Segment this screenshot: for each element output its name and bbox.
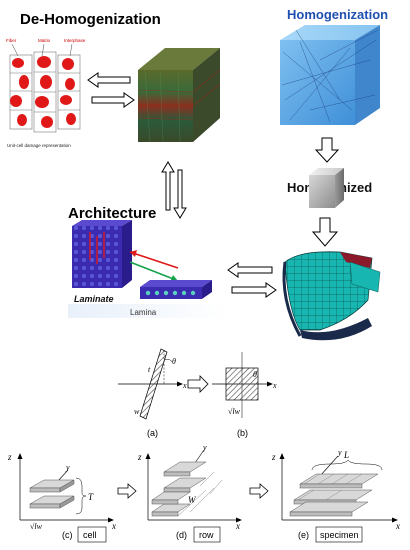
fig-a-t-label: t (148, 365, 151, 374)
laminate-block (72, 220, 132, 288)
fig-a-w-label: w (134, 407, 140, 416)
fig-c-box-label: cell (83, 530, 97, 540)
fig-e-y-label: y (337, 448, 342, 457)
fig-b-caption: (b) (237, 428, 248, 438)
figure-a-rotated-tow: x θ t w (a) (118, 348, 187, 438)
arrow-a-to-b (187, 375, 209, 393)
fig-e-z-label: z (271, 452, 276, 462)
fig-c-x-label: x (111, 521, 116, 531)
fig-d-y-label: y (202, 443, 207, 452)
fiber-label: Fiber (6, 38, 17, 43)
fig-b-sqrt-label: √lw (228, 407, 241, 416)
green-arrow (129, 261, 177, 281)
laminate-label: Laminate (74, 294, 114, 304)
lamina-block (140, 280, 212, 299)
down-arrow-mesh (311, 217, 339, 247)
fig-e-L-label: L (343, 450, 349, 460)
figure-c-cell: z x y T √lw (c) cell (7, 452, 116, 543)
arrow-d-to-e (249, 483, 269, 499)
fig-d-W-label: W (188, 495, 197, 505)
lamina-base (68, 304, 228, 318)
fig-a-caption: (a) (147, 428, 158, 438)
fig-d-box-label: row (199, 530, 214, 540)
homogenized-gray-cube (309, 168, 344, 208)
fig-c-sqrt-label: √lw (30, 522, 43, 531)
down-arrow-homogenized (314, 137, 340, 163)
fig-c-T-label: T (88, 492, 94, 502)
unit-cell-damage-diagram: Fiber Matrix Interphase (6, 38, 86, 148)
red-arrow (129, 251, 179, 269)
unit-cell-caption: Unit-cell damage representation (7, 143, 71, 148)
arrow-c-to-d (117, 483, 137, 499)
figure-d-row: z x y W (d) row (137, 443, 242, 543)
architecture-title: Architecture (68, 205, 156, 222)
fig-d-z-label: z (137, 452, 142, 462)
fe-mesh-structure (282, 251, 381, 341)
fig-e-box-label: specimen (320, 530, 359, 540)
fig-e-x-label: x (395, 521, 400, 531)
lamina-label: Lamina (130, 308, 157, 317)
fig-c-z-label: z (7, 452, 12, 462)
exchange-arrows-vertical (161, 161, 187, 219)
homogenization-cube (280, 25, 380, 125)
fig-d-caption: (d) (176, 530, 187, 540)
fig-c-caption: (c) (62, 530, 73, 540)
fig-b-x-label: x (272, 381, 277, 390)
fig-d-x-label: x (235, 521, 240, 531)
matrix-label: Matrix (38, 38, 51, 43)
fig-b-theta-label: θ (253, 370, 257, 379)
dehomogenization-title: De-Homogenization (20, 11, 161, 28)
fig-a-x-label: x (182, 381, 187, 390)
figure-e-specimen: z x y L (e) specimen (271, 448, 400, 543)
exchange-arrows-top (87, 72, 135, 108)
fig-a-theta-label: θ (172, 357, 176, 366)
homogenization-title: Homogenization (287, 7, 388, 22)
interphase-label: Interphase (64, 38, 86, 43)
figure-b-square-cell: x θ √lw (b) (212, 352, 277, 438)
fig-c-y-label: y (65, 463, 70, 472)
microstructure-cube (137, 48, 221, 143)
fig-e-caption: (e) (298, 530, 309, 540)
exchange-arrows-mesh (227, 262, 277, 298)
